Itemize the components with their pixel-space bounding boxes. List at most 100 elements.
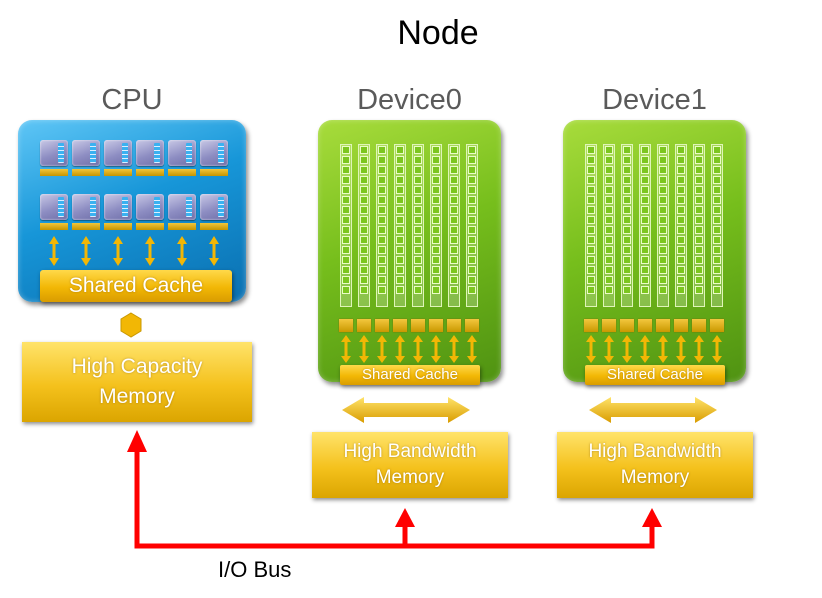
device0-l1-cache	[393, 319, 407, 332]
device0-memory: High Bandwidth Memory	[312, 432, 508, 498]
device1-l1-cache	[674, 319, 688, 332]
device1-core-column	[675, 144, 687, 307]
cpu-core-cache	[136, 223, 164, 230]
device0-l1-cache	[465, 319, 479, 332]
device0-core-column	[412, 144, 424, 307]
device0-label: Device0	[357, 84, 462, 116]
device1-core-column	[711, 144, 723, 307]
cpu-core-cache	[104, 223, 132, 230]
cpu-memory-line2: Memory	[99, 385, 175, 408]
device1-l1-cache	[584, 319, 598, 332]
double-arrow-icon	[341, 335, 351, 363]
device1-core-column	[639, 144, 651, 307]
device0-core-cache-arrows	[341, 335, 477, 363]
double-arrow-icon	[113, 236, 123, 266]
device0-l1-cache	[411, 319, 425, 332]
double-arrow-icon	[377, 335, 387, 363]
cpu-core	[104, 140, 132, 166]
double-arrow-icon	[622, 335, 632, 363]
double-arrow-icon	[658, 335, 668, 363]
device1-core-column	[603, 144, 615, 307]
arrowhead-device1-memory	[642, 508, 662, 527]
double-arrow-icon	[676, 335, 686, 363]
cpu-label: CPU	[101, 84, 163, 116]
cpu-core	[136, 140, 164, 166]
double-arrow-icon	[81, 236, 91, 266]
device1-l1-cache	[710, 319, 724, 332]
device1-l1-cache	[692, 319, 706, 332]
cpu-core	[40, 140, 68, 166]
cpu-memory: High Capacity Memory	[22, 342, 252, 422]
cpu-core	[136, 194, 164, 220]
cpu-core-cache	[104, 169, 132, 176]
cpu-core-cache	[168, 169, 196, 176]
device0-cache-memory-link	[342, 397, 470, 423]
device1-box: Shared Cache	[563, 120, 746, 385]
cpu-core-cache	[136, 169, 164, 176]
cpu-core-cache	[72, 223, 100, 230]
double-arrow-icon	[694, 335, 704, 363]
device1-l1-cache	[620, 319, 634, 332]
double-arrow-icon	[413, 335, 423, 363]
device0-core-column	[394, 144, 406, 307]
cpu-box: Shared Cache	[18, 120, 246, 302]
device1-l1-cache	[656, 319, 670, 332]
device1-l1-cache	[602, 319, 616, 332]
cpu-core	[168, 140, 196, 166]
device0-memory-line1: High Bandwidth	[343, 441, 477, 462]
double-arrow-icon	[449, 335, 459, 363]
device1-memory: High Bandwidth Memory	[557, 432, 753, 498]
cpu-core-cache	[40, 169, 68, 176]
cpu-cache-memory-link	[120, 312, 142, 338]
cpu-core-cache	[72, 169, 100, 176]
double-arrow-icon	[640, 335, 650, 363]
device0-core-column	[358, 144, 370, 307]
device1-memory-line2: Memory	[620, 467, 690, 488]
device0-memory-line2: Memory	[375, 467, 445, 488]
device1-memory-line1: High Bandwidth	[588, 441, 722, 462]
double-arrow-icon	[49, 236, 59, 266]
device1-core-column	[657, 144, 669, 307]
device0-shared-cache: Shared Cache	[340, 365, 480, 385]
device1-shared-cache: Shared Cache	[585, 365, 725, 385]
arrowhead-device0-memory	[395, 508, 415, 527]
io-bus-label: I/O Bus	[218, 557, 292, 582]
device0-l1-cache	[339, 319, 353, 332]
cpu-core	[72, 194, 100, 220]
cpu-core-cache	[200, 223, 228, 230]
cpu-core	[40, 194, 68, 220]
cpu-core	[200, 140, 228, 166]
device1-core-column	[585, 144, 597, 307]
double-arrow-icon	[431, 335, 441, 363]
device0-l1-cache	[357, 319, 371, 332]
cpu-core-cache	[200, 169, 228, 176]
node-title: Node	[397, 14, 479, 52]
cpu-core-cache-arrows	[49, 236, 219, 266]
device0-core-column	[466, 144, 478, 307]
device0-l1-cache	[375, 319, 389, 332]
device1-label: Device1	[602, 84, 707, 116]
double-arrow-icon	[712, 335, 722, 363]
double-arrow-icon	[209, 236, 219, 266]
device0-box: Shared Cache	[318, 120, 501, 385]
device1-cache-memory-link	[589, 397, 717, 423]
device0-core-column	[430, 144, 442, 307]
device0-core-column	[340, 144, 352, 307]
cpu-memory-line1: High Capacity	[71, 355, 203, 378]
double-arrow-icon	[359, 335, 369, 363]
device1-core-column	[621, 144, 633, 307]
double-arrow-icon	[177, 236, 187, 266]
double-arrow-icon	[586, 335, 596, 363]
device1-l1-cache	[638, 319, 652, 332]
cpu-shared-cache: Shared Cache	[40, 270, 232, 302]
arrowhead-cpu-memory	[127, 430, 147, 452]
device0-core-column	[448, 144, 460, 307]
cpu-cores	[18, 120, 246, 302]
io-bus-line	[134, 450, 655, 549]
device0-l1-cache	[429, 319, 443, 332]
cpu-core	[200, 194, 228, 220]
double-arrow-icon	[467, 335, 477, 363]
cpu-core	[168, 194, 196, 220]
double-arrow-icon	[395, 335, 405, 363]
